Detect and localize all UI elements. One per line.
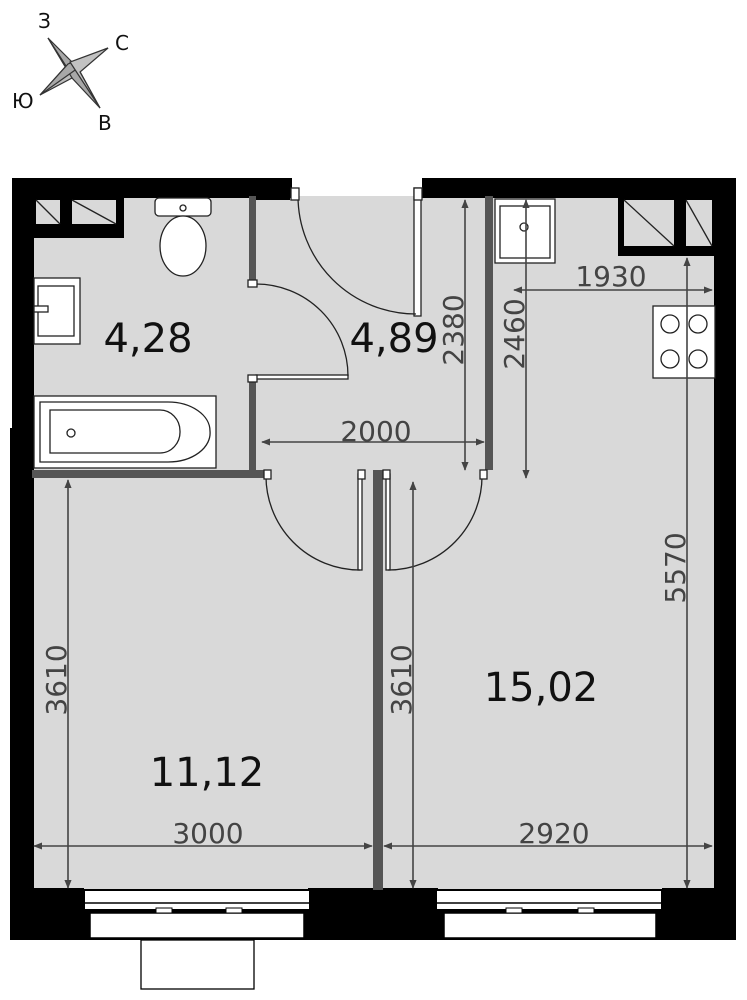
bedroom-area: 11,12 bbox=[150, 750, 265, 796]
toilet-bowl bbox=[159, 215, 207, 277]
dim-kitchen-niche-width: 1930 bbox=[575, 260, 646, 293]
room-area-labels: 4,28 4,89 11,12 15,02 bbox=[103, 316, 598, 796]
kitchen-living-area: 15,02 bbox=[484, 665, 599, 711]
stove-burner bbox=[660, 349, 680, 369]
wall-bottom-middle bbox=[308, 888, 438, 940]
entrance-floor bbox=[290, 196, 418, 206]
windows bbox=[83, 889, 663, 990]
vent-shaft-right bbox=[618, 196, 716, 256]
bathroom-area: 4,28 bbox=[103, 316, 192, 362]
toilet-tank bbox=[154, 197, 212, 217]
bathroom-door-swing bbox=[255, 283, 349, 377]
compass-east-label: В bbox=[98, 111, 112, 135]
bathtub bbox=[33, 395, 217, 469]
bedroom-door-leaf bbox=[357, 473, 363, 571]
living-door-swing bbox=[387, 473, 483, 571]
wall-left-upper bbox=[12, 178, 34, 428]
entrance-door-leaf bbox=[413, 187, 422, 317]
dimension-lines bbox=[33, 199, 713, 889]
partition-bath-lower bbox=[249, 378, 256, 470]
wall-top-left bbox=[12, 178, 292, 198]
hallway-area: 4,89 bbox=[349, 316, 438, 362]
partition-kitchen bbox=[485, 196, 493, 470]
partitions bbox=[32, 196, 493, 890]
compass-west-label: З bbox=[38, 9, 51, 33]
window-bedroom bbox=[83, 889, 311, 940]
balcony-outline bbox=[140, 939, 255, 990]
dimension-labels: 2000 2380 2460 1930 5570 3610 3610 3000 … bbox=[40, 260, 692, 850]
wall-right bbox=[714, 178, 736, 890]
vent-shaft-left bbox=[32, 196, 124, 238]
compass-south-label: Ю bbox=[12, 89, 34, 113]
partition-bath-upper bbox=[249, 196, 256, 282]
dim-living-depth: 3610 bbox=[385, 644, 418, 715]
wall-door-jamb bbox=[256, 178, 290, 200]
dim-hall-width: 2000 bbox=[340, 415, 411, 448]
exterior-walls bbox=[10, 178, 736, 940]
entrance-door-swing bbox=[297, 195, 417, 315]
dim-kitchen-total-depth: 5570 bbox=[659, 532, 692, 603]
dim-hall-depth: 2380 bbox=[437, 294, 470, 365]
wall-left-lower bbox=[10, 428, 34, 890]
compass-star-point bbox=[47, 37, 101, 109]
partition-rooms bbox=[373, 470, 383, 890]
compass-star-point bbox=[69, 47, 109, 109]
dim-bedroom-depth: 3610 bbox=[40, 644, 73, 715]
dim-living-width: 2920 bbox=[518, 817, 589, 850]
wall-bottom-right bbox=[662, 888, 736, 940]
compass-rose: З С Ю В bbox=[12, 9, 129, 135]
stove bbox=[652, 305, 716, 379]
window-living bbox=[435, 889, 663, 940]
dim-bedroom-width: 3000 bbox=[172, 817, 243, 850]
partition-bath-bottom bbox=[32, 470, 264, 478]
compass-north-label: С bbox=[115, 31, 129, 55]
wall-top-right bbox=[422, 178, 734, 198]
stove-burner bbox=[660, 314, 680, 334]
doors bbox=[247, 187, 488, 571]
living-door-leaf bbox=[385, 473, 391, 571]
bedroom-door-swing bbox=[265, 473, 361, 571]
vent-shaft-details bbox=[35, 199, 713, 247]
bathroom-door-leaf bbox=[255, 374, 349, 380]
wall-bottom-left bbox=[10, 888, 84, 940]
dim-kitchen-niche-depth: 2460 bbox=[498, 298, 531, 369]
